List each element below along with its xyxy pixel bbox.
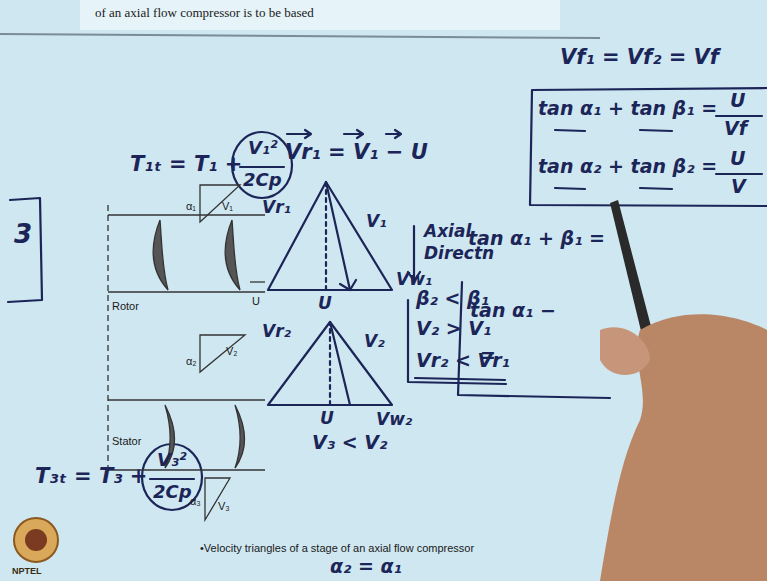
equation: T₃ₜ = T₃ + <box>35 464 147 488</box>
inequality: V₃ < V₂ <box>312 432 387 454</box>
vector-label: V₃ <box>218 500 230 513</box>
equation: tan α₁ − <box>470 300 556 322</box>
fraction-numerator: V₁² <box>248 138 278 159</box>
fraction-denominator: V <box>731 176 746 198</box>
vector-label: U <box>320 409 334 429</box>
note: 3 <box>14 220 32 250</box>
vector-label: V₁ <box>366 212 387 232</box>
equation: tan α₁ + tan β₁ = <box>538 98 717 120</box>
equation: Vf₁ = Vf₂ = Vf <box>560 45 719 69</box>
part-name: Stator <box>112 435 141 448</box>
fraction-numerator: U <box>730 148 745 170</box>
vector-label: U <box>252 295 260 308</box>
angle-label: α₂ <box>186 355 197 368</box>
equation: Vr₁ = V₁ − U <box>285 140 428 164</box>
note: Axial <box>424 222 471 242</box>
equation: = <box>480 345 496 367</box>
logo-text: NPTEL <box>12 566 42 576</box>
equation: T₁ₜ = T₁ + <box>130 152 242 176</box>
fraction-denominator: 2Cp <box>153 482 192 503</box>
fraction-numerator: V₃² <box>157 450 187 471</box>
figure-caption: •Velocity triangles of a stage of an axi… <box>200 542 474 555</box>
vector-label: Vw₁ <box>396 270 432 290</box>
vector-label: V₂ <box>226 345 238 358</box>
inequality: V₂ > V₁ <box>416 318 491 340</box>
vector-label: Vr₂ <box>262 322 291 342</box>
vector-label: V₂ <box>364 332 385 352</box>
slide-heading: of an axial flow compressor is to be bas… <box>95 6 314 21</box>
vector-label: Vw₂ <box>376 410 412 430</box>
fraction-numerator: U <box>730 90 745 112</box>
vector-label: Vr₁ <box>262 198 291 218</box>
equation: tan α₂ + tan β₂ = <box>538 156 717 178</box>
equation: tan α₁ + β₁ = <box>468 228 605 250</box>
vector-label: V₁ <box>222 200 233 213</box>
fraction-denominator: Vf <box>724 118 747 140</box>
part-name: Rotor <box>112 300 139 313</box>
fraction-denominator: 2Cp <box>243 170 282 191</box>
angle-label: α₁ <box>186 200 196 213</box>
equation: α₂ = α₁ <box>330 556 402 578</box>
vector-label: U <box>318 294 332 314</box>
angle-label: α₃ <box>190 495 201 508</box>
